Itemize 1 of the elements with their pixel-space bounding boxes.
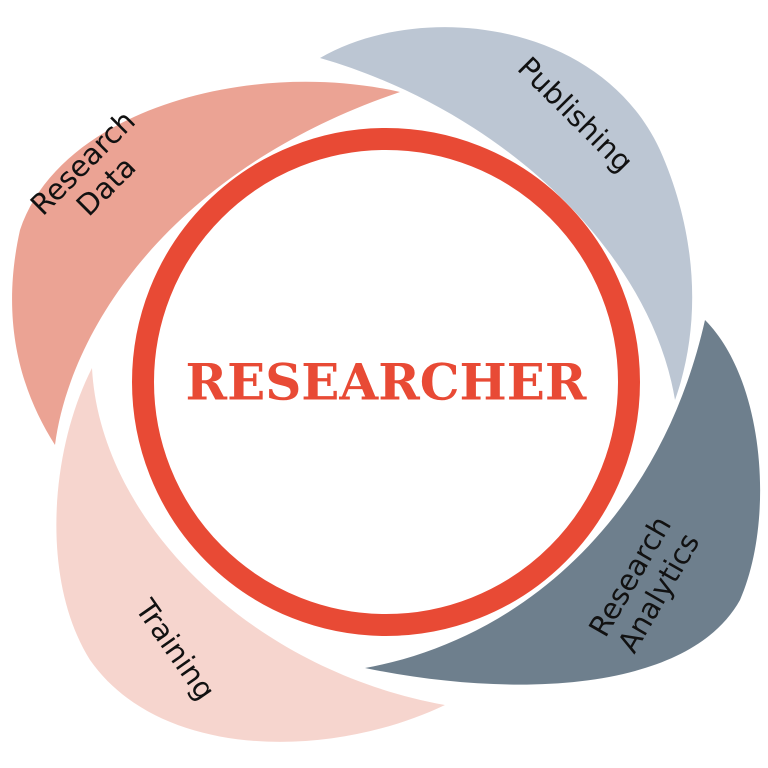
center-title: RESEARCHER [186,352,586,412]
